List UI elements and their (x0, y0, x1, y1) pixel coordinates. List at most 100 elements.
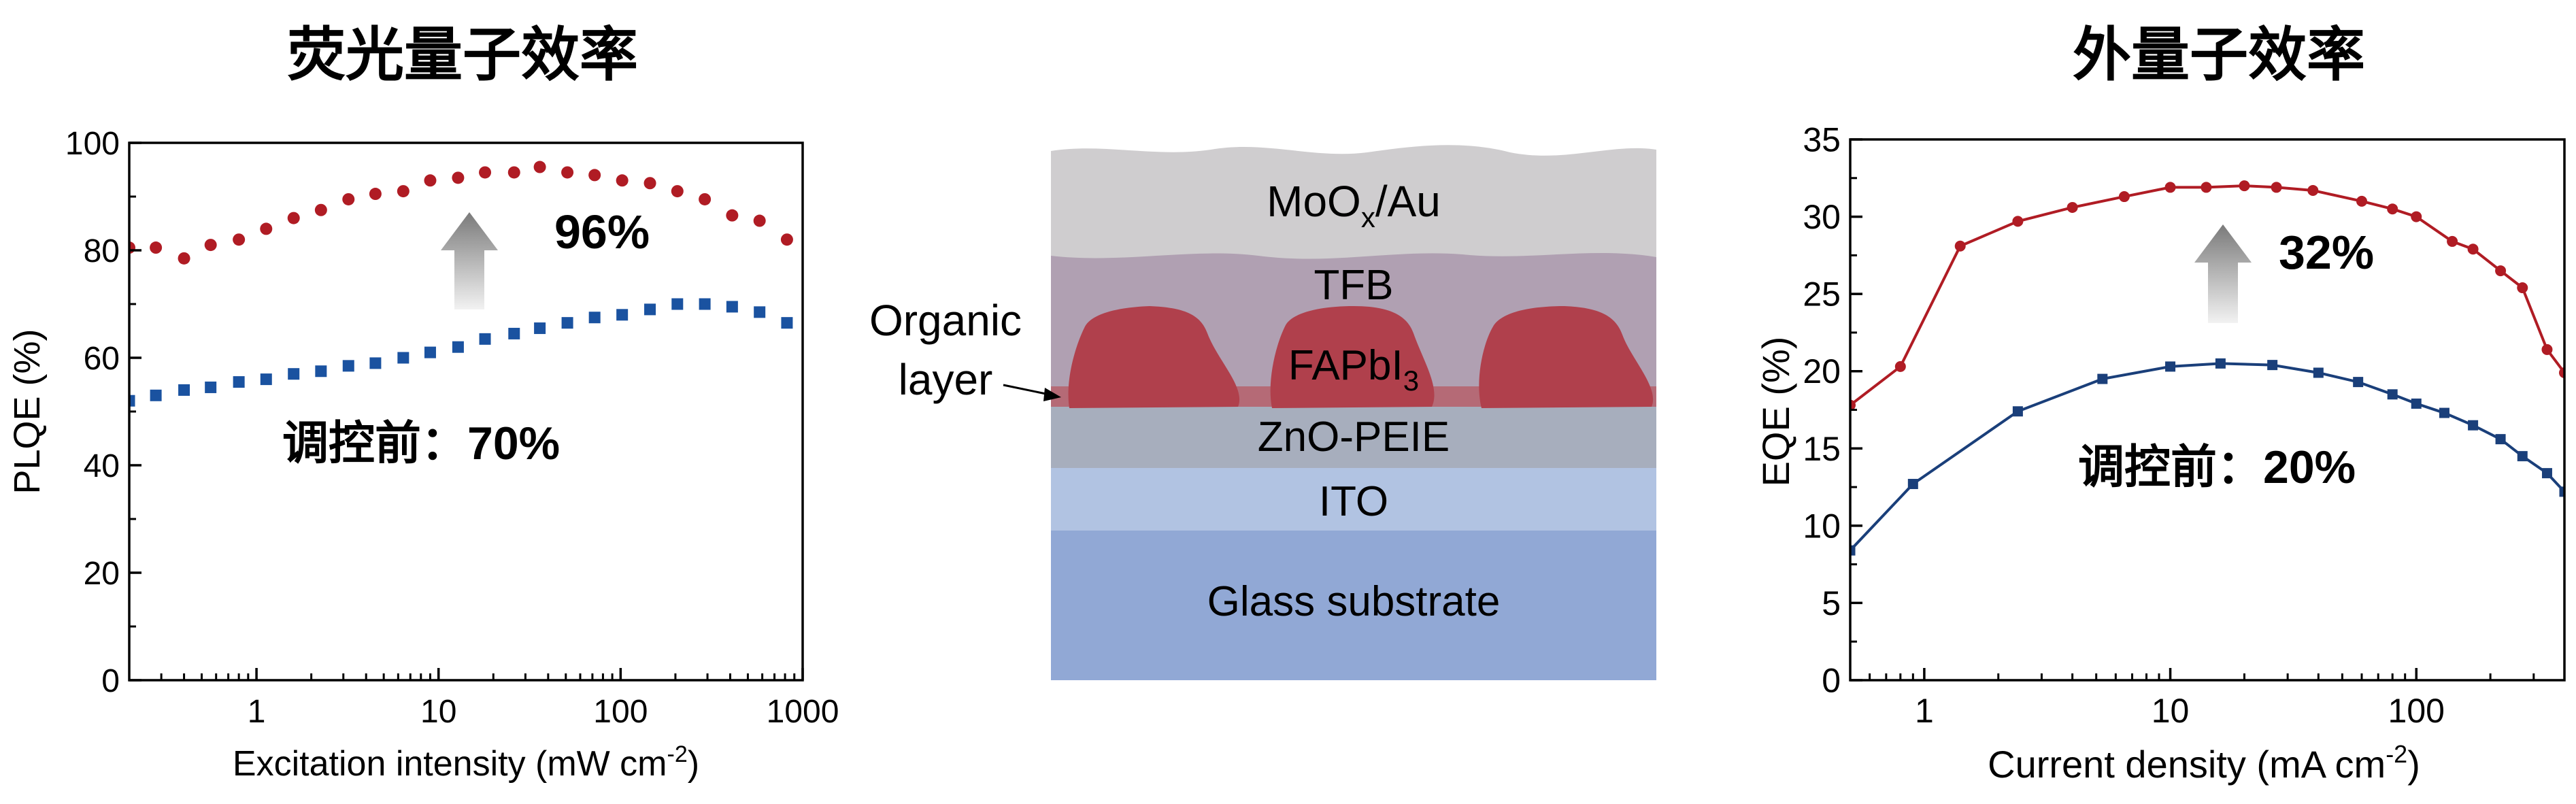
eqe-series-1-point (2165, 361, 2176, 372)
plqe-y-tick-label: 80 (84, 233, 120, 269)
plqe-x-tick-label: 1000 (767, 694, 839, 730)
ito-label: ITO (1319, 478, 1388, 525)
plqe-before-annotation: 调控前：70% (282, 417, 560, 471)
plqe-series-0-point (424, 174, 437, 187)
eqe-series-0-point (2447, 235, 2458, 247)
perovskite-label-main: FAPbI (1288, 342, 1403, 389)
plqe-series-1-point (754, 306, 766, 318)
plqe-series-1-point (178, 384, 190, 396)
eqe-series-0-point (2541, 344, 2553, 355)
plqe-y-tick-label: 20 (84, 556, 120, 592)
plqe-series-1-point (561, 317, 573, 329)
eqe-series-1-point (2215, 358, 2226, 369)
eqe-series-1-point (2517, 451, 2528, 462)
glass-substrate-label: Glass substrate (1207, 578, 1501, 625)
organic-layer-label-line2: layer (899, 355, 993, 404)
eqe-y-tick-label: 5 (1822, 584, 1841, 622)
eqe-series-0-point (2067, 201, 2078, 213)
eqe-series-0-point (2559, 367, 2564, 378)
eqe-series-1-point (2541, 468, 2552, 479)
eqe-series-0-point (1850, 399, 1856, 411)
plqe-series-1-point (315, 365, 327, 378)
plqe-series-1-point (369, 357, 382, 369)
plqe-x-axis-label-sup: -2 (667, 741, 688, 767)
eqe-before-value: 20% (2263, 441, 2356, 493)
moox-label-rest: /Au (1375, 177, 1441, 226)
eqe-x-axis-label-main: Current density (mA cm (1988, 743, 2386, 786)
plqe-series-1-point (342, 360, 354, 372)
plqe-series-1-point (671, 298, 684, 310)
plqe-series-1-point (644, 303, 656, 316)
eqe-series-1-point (2495, 434, 2506, 445)
plqe-series-0-point (671, 185, 684, 198)
eqe-series-0-point (1954, 240, 1966, 252)
plqe-series-1-point (424, 346, 436, 358)
eqe-y-tick-label: 15 (1803, 430, 1841, 468)
plqe-series-1-point (781, 317, 793, 329)
tfb-label: TFB (1314, 262, 1393, 309)
eqe-series-1-point (2559, 486, 2564, 497)
eqe-series-0-line (1850, 184, 2564, 407)
eqe-y-tick-label: 10 (1803, 507, 1841, 545)
eqe-x-tick-label: 10 (2152, 692, 2190, 730)
eqe-series-1-point (2468, 420, 2479, 431)
plqe-series-1-point (616, 309, 629, 321)
eqe-series-0-point (2118, 191, 2130, 203)
plqe-series-0-point (479, 166, 492, 179)
eqe-marks (1850, 180, 2564, 556)
plqe-x-axis-label: Excitation intensity (mW cm-2) (233, 741, 699, 784)
eqe-high-value: 32% (2279, 226, 2374, 279)
perovskite-grain-2 (1270, 306, 1435, 408)
eqe-before-prefix: 调控前： (2078, 441, 2263, 495)
plqe-y-tick-label: 40 (84, 448, 120, 484)
eqe-x-tick-label: 100 (2388, 692, 2445, 730)
plqe-series-0-point (204, 239, 217, 252)
plqe-series-0-point (397, 185, 409, 198)
eqe-plot-frame (1849, 138, 2566, 682)
eqe-series-1-point (1907, 479, 1918, 490)
plqe-before-value: 70% (467, 418, 560, 469)
eqe-y-tick-label: 0 (1822, 662, 1841, 700)
moox-label-main: MoO (1267, 177, 1361, 226)
moox-au-layer (1051, 145, 1656, 259)
moox-label-sub: x (1361, 201, 1375, 233)
eqe-x-axis-label-sup: -2 (2386, 740, 2407, 768)
plqe-series-0-point (726, 209, 739, 222)
plqe-series-0-point (260, 222, 273, 235)
glass-substrate-layer (1051, 531, 1656, 680)
plqe-series-0-point (780, 233, 793, 246)
perovskite-label-sub: 3 (1403, 365, 1419, 397)
plqe-series-0-point (287, 212, 300, 224)
plqe-series-0-point (452, 171, 465, 184)
eqe-y-tick-label: 25 (1803, 275, 1841, 314)
plqe-y-tick-label: 100 (65, 126, 120, 162)
plqe-series-0-point (342, 192, 355, 205)
organic-layer-label-line1: Organic (869, 296, 1022, 345)
plqe-series-1-point (129, 395, 135, 407)
ito-layer (1051, 468, 1656, 531)
plqe-series-1-point (452, 341, 464, 353)
eqe-series-1-point (2387, 389, 2398, 400)
perovskite-grain-1 (1068, 306, 1240, 408)
plqe-chart-title: 荧光量子效率 (287, 21, 638, 89)
plqe-series-1-point (726, 301, 738, 313)
plqe-series-0-point (616, 174, 629, 187)
plqe-series-0-point (150, 241, 163, 254)
plqe-series-1-point (534, 322, 546, 335)
eqe-increase-arrow (2194, 224, 2252, 323)
eqe-x-axis-label: Current density (mA cm-2) (1988, 740, 2420, 786)
eqe-y-tick-label: 30 (1803, 198, 1841, 236)
plqe-series-1-point (150, 389, 162, 401)
eqe-series-1-point (1850, 545, 1856, 556)
plqe-series-1-point (588, 312, 601, 324)
perovskite-grain-3 (1479, 306, 1654, 408)
plqe-y-tick-label: 0 (101, 663, 120, 699)
plqe-marks (129, 161, 793, 407)
plqe-series-0-point (507, 166, 520, 179)
eqe-series-1-point (2097, 373, 2108, 384)
